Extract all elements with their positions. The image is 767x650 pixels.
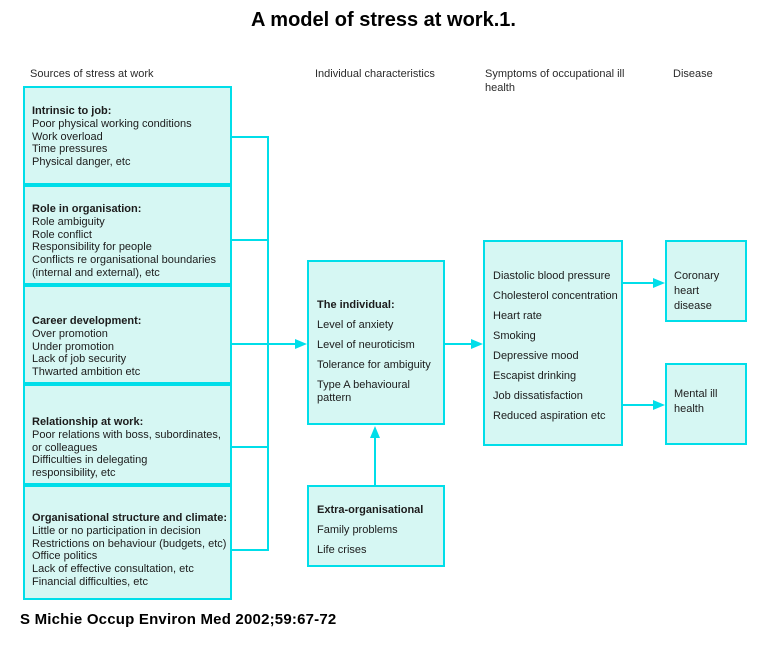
list-item: Heart rate xyxy=(493,310,542,322)
list-item: Depressive mood xyxy=(493,350,579,362)
list-item: Escapist drinking xyxy=(493,370,577,382)
list-item: responsibility, etc xyxy=(32,467,116,480)
list-item: Poor relations with boss, subordinates, xyxy=(32,428,221,441)
list-item: (internal and external), etc xyxy=(32,266,160,279)
source-box-intrinsic-to-job: Intrinsic to job: Poor physical working … xyxy=(23,86,232,185)
connector-stub xyxy=(230,446,269,448)
list-item: Restrictions on behaviour (budgets, etc) xyxy=(32,537,227,550)
list-item: Cholesterol concentration xyxy=(493,290,618,302)
up-arrowhead-icon xyxy=(370,426,380,438)
source-box-relationship-at-work: Relationship at work: Poor relations wit… xyxy=(23,384,232,485)
box-title: Relationship at work: xyxy=(32,416,144,428)
list-item: Lack of effective consultation, etc xyxy=(32,563,194,576)
diagram-title: A model of stress at work.1. xyxy=(251,9,516,31)
box-label: Coronary heart disease xyxy=(674,270,720,312)
list-item: Little or no participation in decision xyxy=(32,524,201,537)
list-item: Type A behavioural pattern xyxy=(317,379,410,404)
box-lines: Poor relations with boss, subordinates,o… xyxy=(32,429,226,480)
connector-stub xyxy=(230,136,269,138)
box-title: Role in organisation: xyxy=(32,203,142,215)
source-box-organisational-structure: Organisational structure and climate: Li… xyxy=(23,485,232,600)
list-item: Office politics xyxy=(32,550,98,563)
citation: S Michie Occup Environ Med 2002;59:67-72 xyxy=(20,611,337,628)
box-title: Career development: xyxy=(32,315,142,327)
box-label: Mental ill health xyxy=(674,388,718,415)
box-title: Intrinsic to job: xyxy=(32,105,112,117)
list-item: Diastolic blood pressure xyxy=(493,270,611,282)
list-item: Over promotion xyxy=(32,327,108,340)
box-title: The individual: xyxy=(317,299,395,311)
list-item: or colleagues xyxy=(32,441,98,454)
list-item: Conflicts re organisational boundaries xyxy=(32,254,217,267)
column-header-sources: Sources of stress at work xyxy=(30,68,154,80)
column-header-individual: Individual characteristics xyxy=(315,68,435,80)
list-item: Work overload xyxy=(32,130,103,143)
list-item: Difficulties in delegating xyxy=(32,454,148,467)
list-item: Role conflict xyxy=(32,228,92,241)
right-arrowhead-icon xyxy=(471,339,483,349)
disease-box-coronary: Coronary heart disease xyxy=(665,240,747,322)
arrow-line-extra-to-individual xyxy=(374,437,376,485)
column-header-symptoms: Symptoms of occupational ill health xyxy=(485,68,625,94)
right-arrowhead-icon xyxy=(295,339,307,349)
right-arrowhead-icon xyxy=(653,278,665,288)
list-item: Job dissatisfaction xyxy=(493,390,583,402)
list-item: Under promotion xyxy=(32,340,114,353)
arrow-line-symptoms-to-coronary xyxy=(623,282,655,284)
connector-stub xyxy=(230,549,269,551)
list-item: Financial difficulties, etc xyxy=(32,575,148,588)
list-item: Responsibility for people xyxy=(32,241,152,254)
right-arrowhead-icon xyxy=(653,400,665,410)
list-item: Physical danger, etc xyxy=(32,156,131,169)
box-title: Organisational structure and climate: xyxy=(32,512,227,524)
list-item: Level of anxiety xyxy=(317,319,394,331)
list-item: Reduced aspiration etc xyxy=(493,410,606,422)
list-item: Life crises xyxy=(317,544,367,556)
list-item: Level of neuroticism xyxy=(317,339,415,351)
list-item: Time pressures xyxy=(32,143,108,156)
list-item: Poor physical working conditions xyxy=(32,117,192,130)
list-item: Role ambiguity xyxy=(32,215,105,228)
list-item: Smoking xyxy=(493,330,536,342)
list-item: Thwarted ambition etc xyxy=(32,366,141,379)
box-title: Extra-organisational xyxy=(317,504,424,516)
list-item: Lack of job security xyxy=(32,353,127,366)
list-item: Family problems xyxy=(317,524,398,536)
column-header-disease: Disease xyxy=(673,68,713,80)
list-item: Tolerance for ambiguity xyxy=(317,359,431,371)
connector-stub xyxy=(230,239,269,241)
arrow-line-sources-to-individual xyxy=(230,343,296,345)
arrow-line-individual-to-symptoms xyxy=(445,343,473,345)
arrow-line-symptoms-to-mental xyxy=(623,404,655,406)
disease-box-mental: Mental ill health xyxy=(665,363,747,445)
